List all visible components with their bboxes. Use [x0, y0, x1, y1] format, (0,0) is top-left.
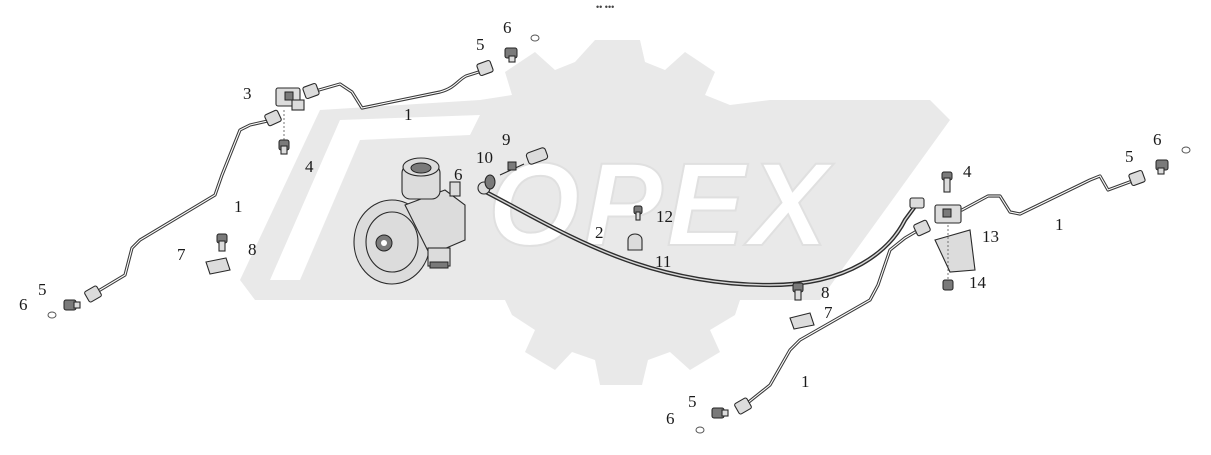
callout-4-right: 4 [963, 162, 972, 181]
pipe-top [302, 59, 494, 110]
hose-2 [477, 181, 925, 288]
callout-11: 11 [655, 252, 671, 271]
callout-8-left: 8 [248, 240, 257, 259]
bolt-4-right [941, 171, 953, 193]
pipe-right-upper [960, 169, 1146, 216]
callout-1-right: 1 [1055, 215, 1064, 234]
fitting-5-top [504, 47, 518, 63]
washer-6-right [1181, 146, 1191, 154]
callout-6-right: 6 [1153, 130, 1162, 149]
callout-7-right: 7 [824, 303, 833, 322]
svg-text:OPEX: OPEX [488, 139, 834, 271]
clamp-7-left [205, 257, 231, 275]
washer-6-bottom [695, 426, 705, 434]
fitting-5-left [63, 299, 81, 311]
pipe-top-nut-left [302, 82, 320, 100]
clamp-11 [627, 233, 643, 251]
callout-14: 14 [969, 273, 987, 292]
callout-6-bottom: 6 [666, 409, 675, 428]
callout-6-left: 6 [19, 295, 28, 314]
callout-4-left: 4 [305, 157, 314, 176]
union-9 [525, 147, 549, 165]
callout-12: 12 [656, 207, 673, 226]
washer-6-top [530, 34, 540, 42]
bolt-12 [633, 205, 643, 221]
bolt-8-left [216, 233, 228, 252]
fitting-5-right [1155, 159, 1169, 175]
callout-10: 10 [476, 148, 493, 167]
bolt-4-left [278, 110, 290, 155]
callout-1-left: 1 [234, 197, 243, 216]
washer-6-left [47, 311, 57, 319]
callout-5-right: 5 [1125, 147, 1134, 166]
fitting-5-bottom [711, 407, 729, 419]
watermark-gear [240, 40, 950, 385]
watermark-text: OPEX [487, 138, 834, 272]
callout-3: 3 [243, 84, 252, 103]
callout-5-bottom: 5 [688, 392, 697, 411]
washer-6-mid [484, 174, 496, 190]
callout-8-right: 8 [821, 283, 830, 302]
master-cylinder [353, 157, 466, 285]
callout-6-top: 6 [503, 18, 512, 37]
washer-10 [499, 161, 525, 176]
callout-6-mid: 6 [454, 165, 463, 184]
pipe-top-nut-right [476, 59, 494, 77]
callout-5-left: 5 [38, 280, 47, 299]
pipe-right-lower [734, 219, 931, 415]
callout-1-bottom: 1 [801, 372, 810, 391]
header-mark: •• ••• [596, 2, 614, 12]
bolt-8-right [792, 282, 804, 301]
tee-bracket-3 [275, 87, 305, 111]
callout-1-top: 1 [404, 105, 413, 124]
clamp-7-right [789, 312, 815, 330]
callout-7-left: 7 [177, 245, 186, 264]
callout-13: 13 [982, 227, 999, 246]
callout-2: 2 [595, 223, 604, 242]
tee-bracket-right [934, 204, 976, 291]
callout-9: 9 [502, 130, 511, 149]
callout-5-top: 5 [476, 35, 485, 54]
pipe-left [84, 109, 282, 303]
